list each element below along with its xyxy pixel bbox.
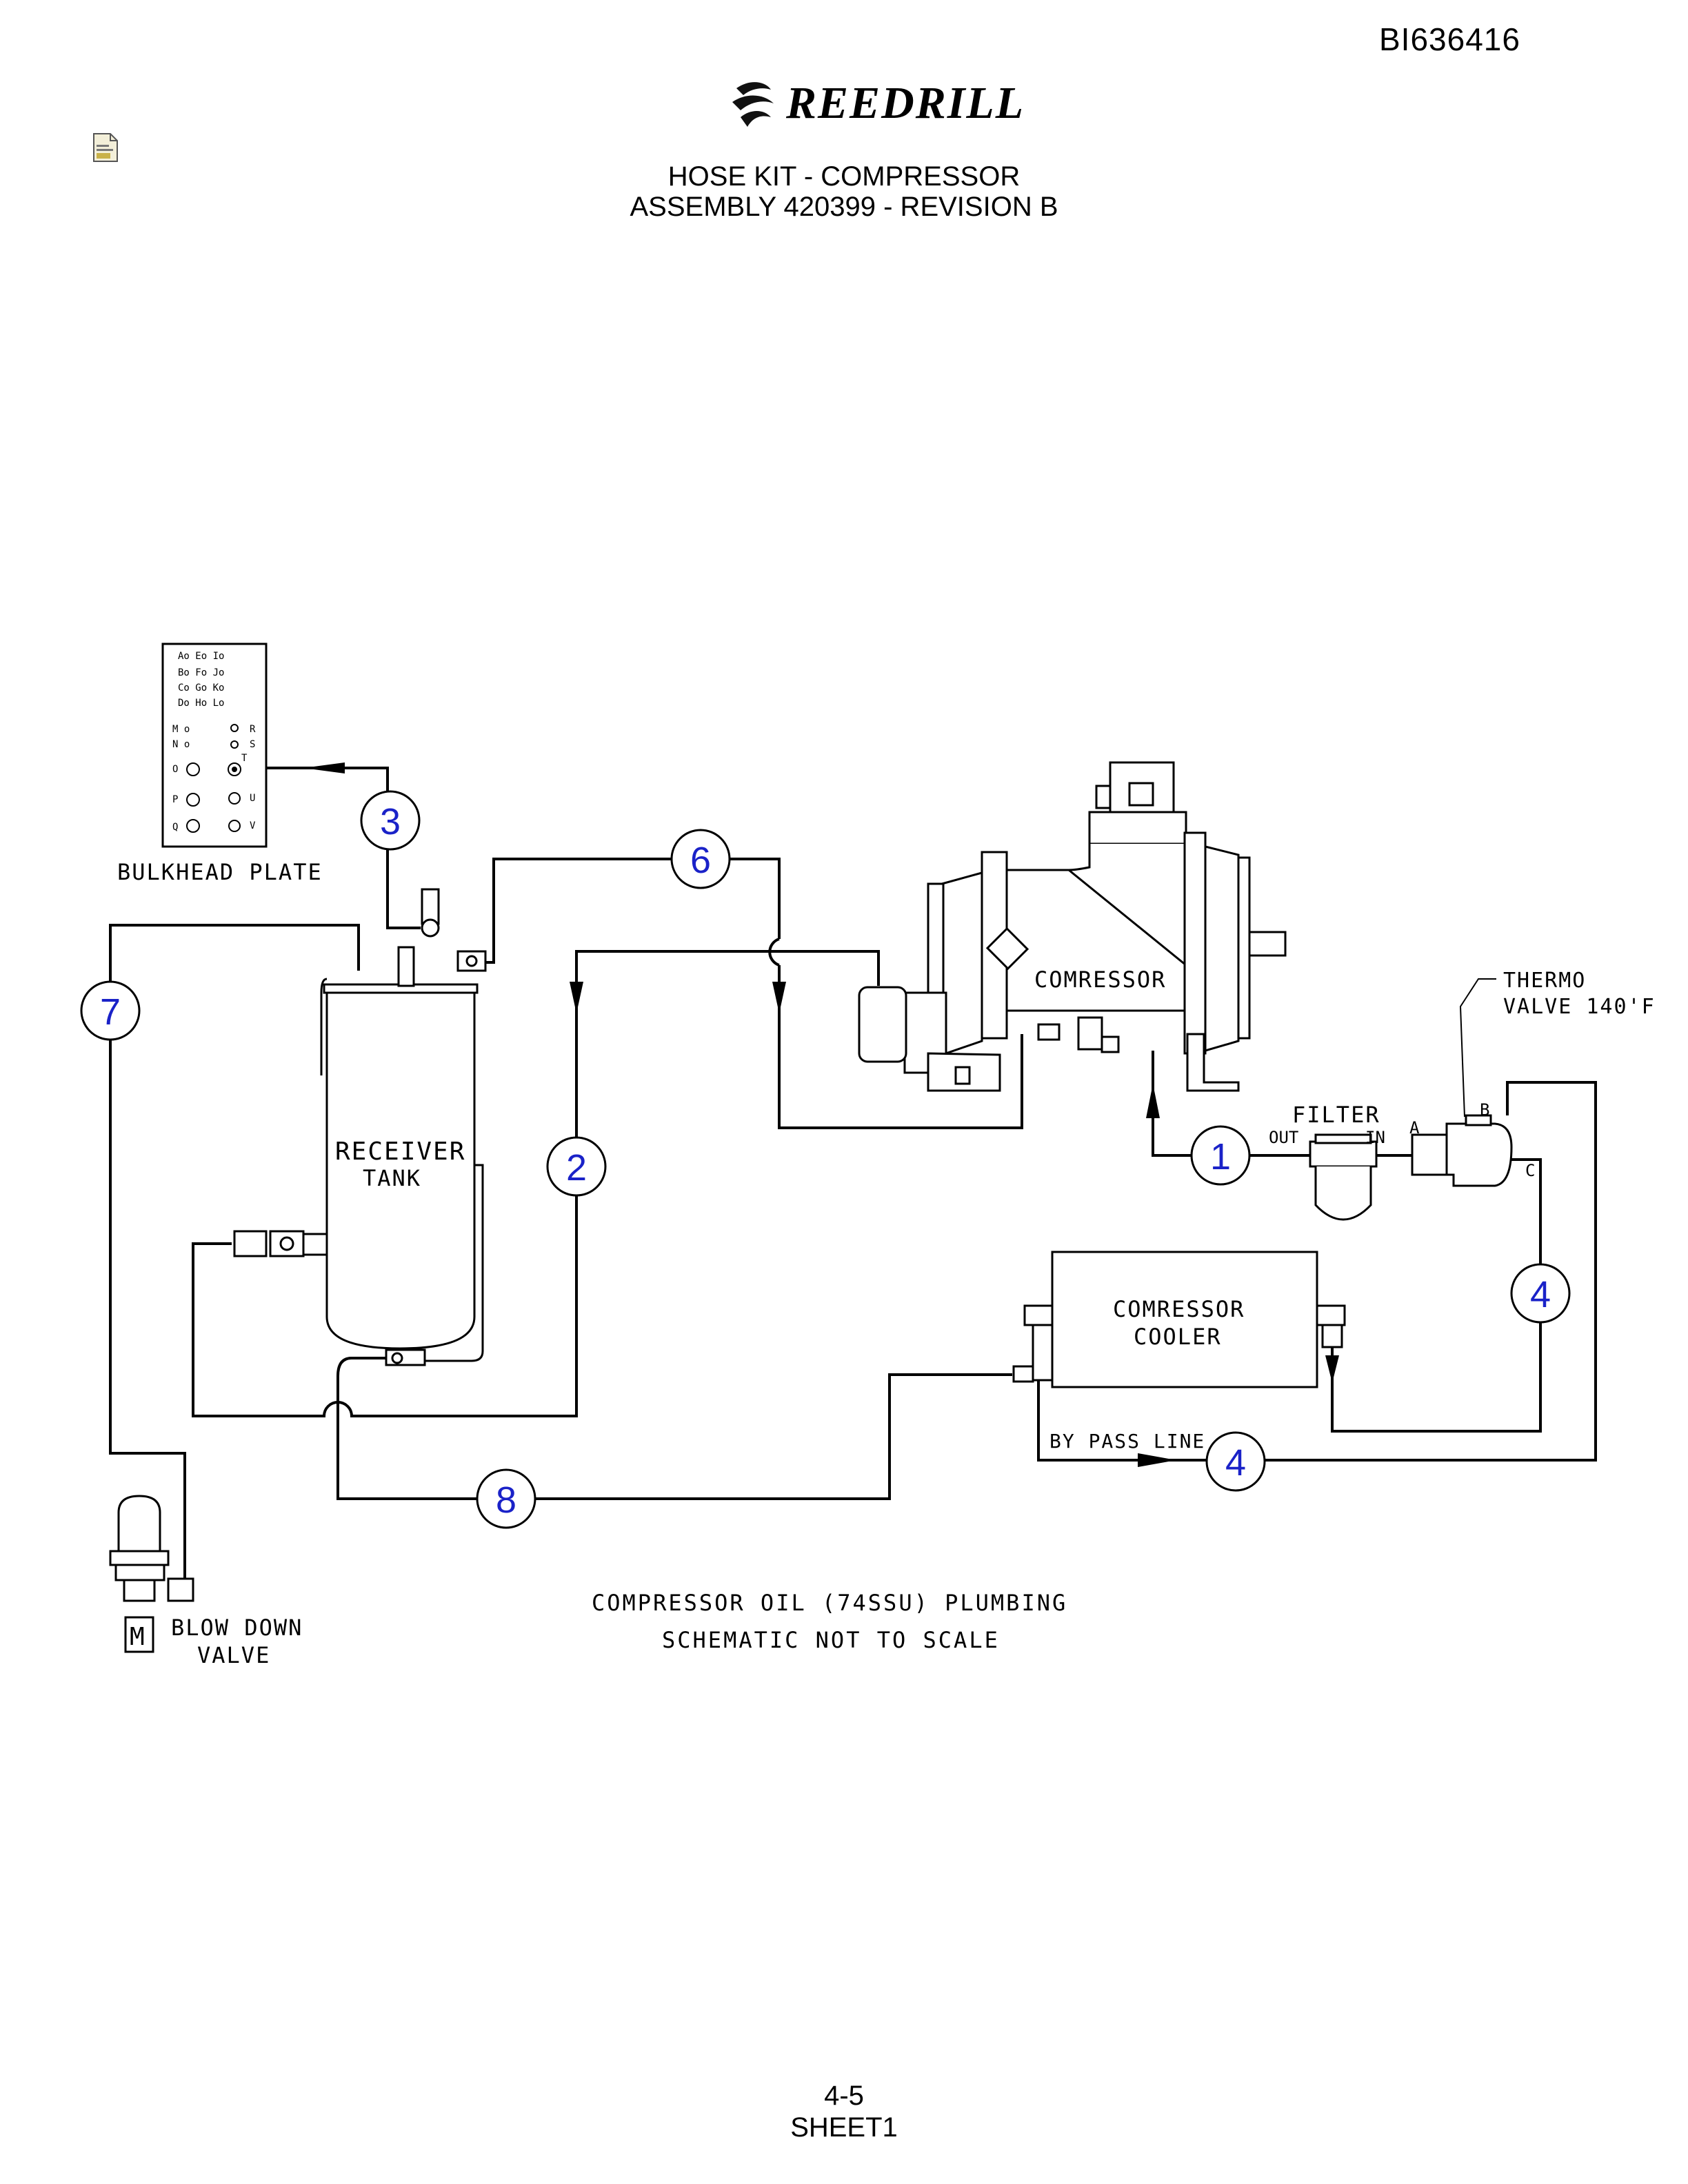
schematic-note-1: COMPRESSOR OIL (74SSU) PLUMBING (592, 1590, 1067, 1616)
svg-text:T: T (241, 753, 248, 764)
svg-text:2: 2 (566, 1147, 587, 1189)
compressor-label: COMRESSOR (1034, 967, 1166, 993)
schematic-note-2: SCHEMATIC NOT TO SCALE (662, 1627, 1000, 1653)
svg-text:R: R (250, 724, 256, 735)
svg-text:V: V (250, 820, 256, 831)
svg-text:Q: Q (172, 822, 178, 833)
bulkhead-plate: Ao Eo Io Bo Fo Jo Co Go Ko Do Ho Lo M o … (161, 643, 268, 848)
hose-lines (109, 767, 1597, 1579)
hose-callout-1: 1 (1190, 1125, 1251, 1186)
svg-text:Ao Eo Io: Ao Eo Io (178, 651, 224, 662)
hose-2-line-a (575, 950, 880, 1165)
svg-text:N o: N o (172, 739, 190, 750)
port-a-label: A (1409, 1118, 1420, 1138)
port-b-label: B (1480, 1100, 1489, 1120)
hose-6-line-b (778, 965, 1023, 1129)
thermo-valve-label-2: VALVE 140'F (1503, 995, 1656, 1019)
bulkhead-plate-label: BULKHEAD PLATE (117, 859, 323, 885)
document-subtitle: ASSEMBLY 420399 - REVISION B (630, 192, 1058, 222)
reedrill-logo: REEDRILL (723, 74, 1040, 136)
hose-callout-6: 6 (670, 829, 731, 889)
hose-4b-line (1037, 1081, 1597, 1462)
cooler-label-1: COMRESSOR (1113, 1296, 1245, 1322)
svg-text:P: P (172, 794, 178, 805)
hose-4a-line (1331, 1158, 1542, 1433)
reedrill-swirl-icon (732, 82, 774, 127)
filter-in-label: IN (1365, 1128, 1385, 1147)
blow-down-valve (109, 1495, 194, 1653)
hose-callouts: 3 6 7 2 1 4 4 8 (80, 790, 1571, 1529)
hose-callout-4b: 4 (1205, 1431, 1266, 1492)
svg-text:8: 8 (496, 1479, 516, 1521)
hose-callout-3: 3 (360, 790, 421, 851)
blow-down-m-label: M (130, 1623, 145, 1651)
page-number: 4-5 (824, 2081, 864, 2111)
document-id: BI636416 (1379, 21, 1520, 57)
document-title: HOSE KIT - COMPRESSOR (667, 161, 1021, 192)
hose-7-line (109, 924, 360, 1579)
svg-text:Bo Fo Jo: Bo Fo Jo (178, 667, 224, 678)
brand-name: REEDRILL (786, 78, 1025, 128)
compressor (858, 761, 1287, 1092)
hose-callout-8: 8 (476, 1468, 536, 1529)
svg-text:7: 7 (100, 991, 121, 1033)
document-icon[interactable] (91, 132, 120, 163)
svg-text:O: O (172, 764, 178, 775)
hose-callout-2: 2 (546, 1136, 607, 1197)
svg-text:4: 4 (1530, 1274, 1551, 1315)
hose-callout-4a: 4 (1510, 1263, 1571, 1324)
svg-text:U: U (250, 793, 255, 804)
svg-text:S: S (250, 739, 255, 750)
bypass-line-label: BY PASS LINE (1049, 1430, 1205, 1453)
filter-label: FILTER (1292, 1102, 1380, 1128)
hose-8-line (336, 1357, 1012, 1500)
cooler-label-2: COOLER (1134, 1324, 1222, 1350)
receiver-tank-label-1: RECEIVER (335, 1138, 465, 1166)
svg-text:Do Ho Lo: Do Ho Lo (178, 698, 224, 709)
compressor-cooler (1012, 1251, 1346, 1388)
svg-text:4: 4 (1225, 1442, 1246, 1484)
svg-text:M o: M o (172, 724, 190, 735)
blow-down-label-1: BLOW DOWN (171, 1615, 303, 1641)
thermo-valve-label-1: THERMO (1503, 969, 1586, 993)
svg-text:6: 6 (690, 840, 711, 881)
thermo-valve (1411, 1114, 1513, 1187)
receiver-tank (233, 888, 487, 1366)
filter (1309, 1133, 1378, 1221)
hose-6-line-a (472, 858, 781, 964)
sheet-label: SHEET1 (790, 2112, 898, 2143)
port-c-label: C (1525, 1161, 1535, 1180)
svg-text:Co Go Ko: Co Go Ko (178, 682, 224, 694)
svg-text:1: 1 (1210, 1136, 1231, 1177)
receiver-tank-label-2: TANK (363, 1165, 421, 1191)
thermo-valve-leader (1459, 978, 1496, 1118)
filter-out-label: OUT (1269, 1128, 1298, 1147)
blow-down-label-2: VALVE (197, 1642, 270, 1668)
hose-callout-7: 7 (80, 980, 141, 1041)
svg-text:3: 3 (380, 801, 401, 842)
flow-arrows (303, 762, 1339, 1467)
